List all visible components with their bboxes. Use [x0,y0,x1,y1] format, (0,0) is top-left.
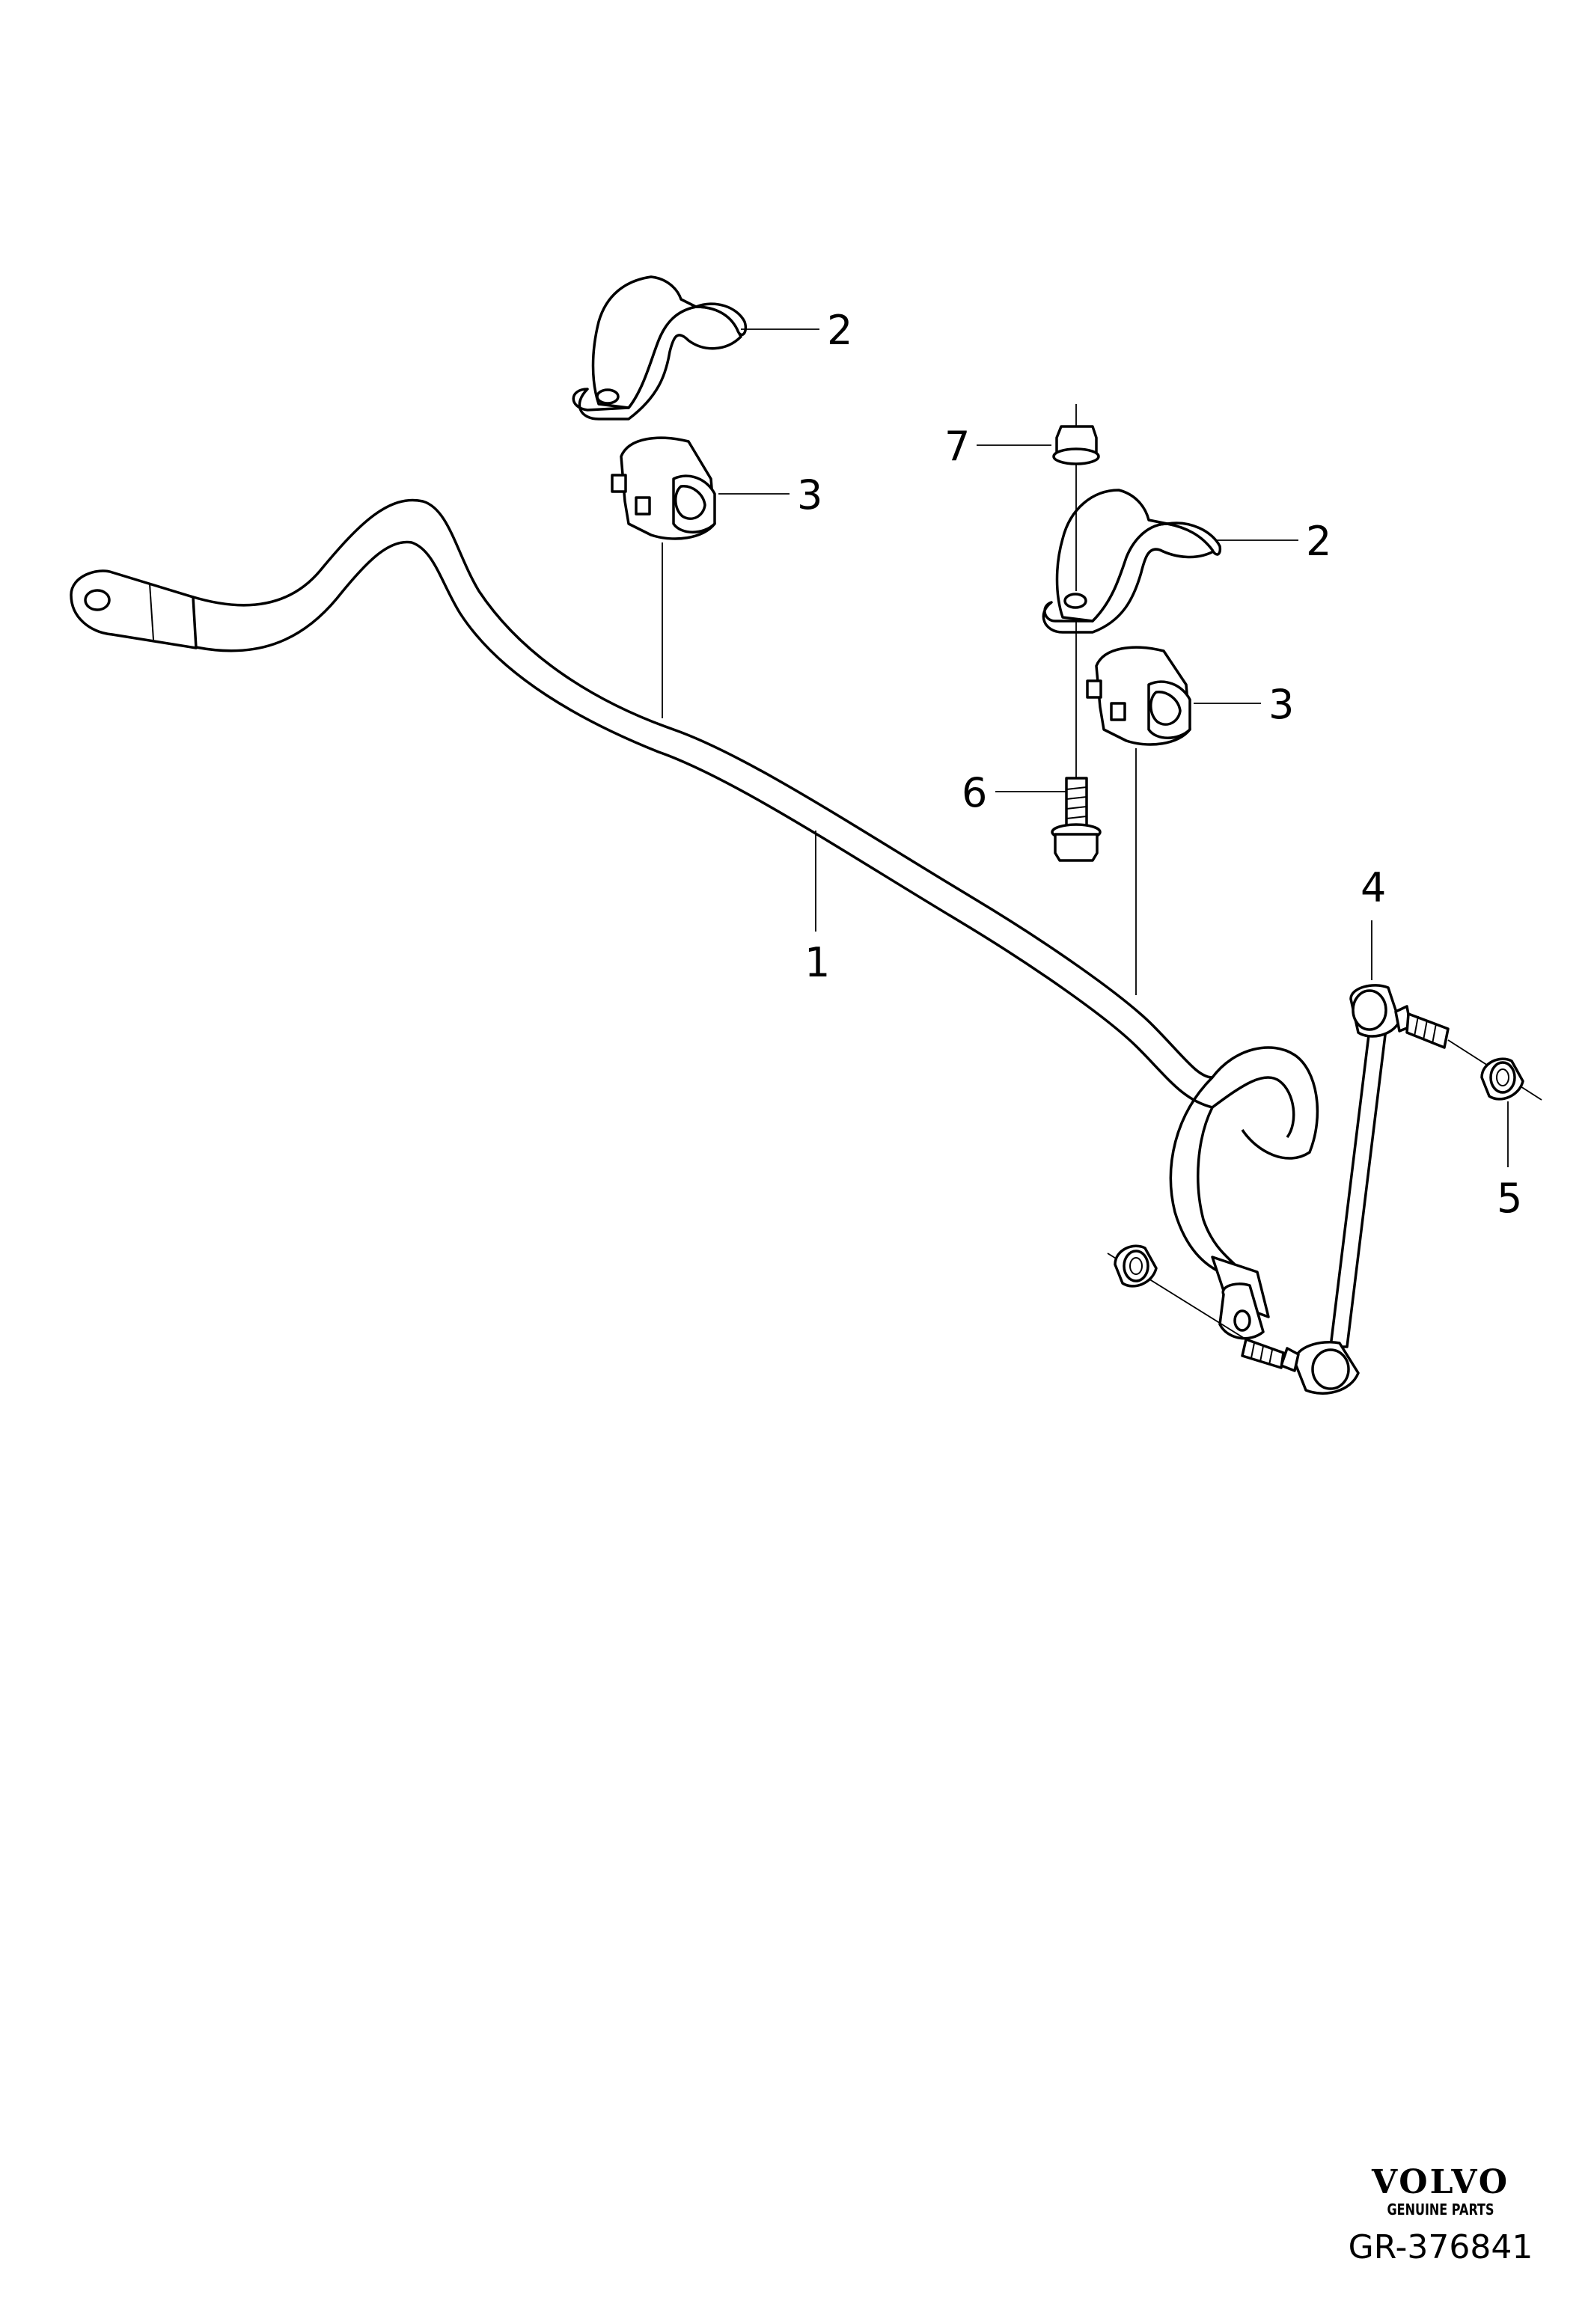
callout-2-left: 2 [827,307,852,354]
stabilizer-bar [70,498,1319,1340]
callout-1: 1 [804,939,830,986]
brand-logo-text: VOLVO [1371,2163,1510,2201]
callout-5: 5 [1497,1175,1522,1222]
callout-3-left: 3 [797,471,822,519]
callout-6: 6 [962,769,987,816]
callout-4: 4 [1361,864,1386,911]
flange-nut-right [1480,1057,1524,1101]
bushing-left [611,436,716,540]
stabilizer-link [1241,984,1450,1395]
reference-number: GR-376841 [1348,2228,1533,2266]
callout-2-right: 2 [1306,518,1331,565]
bracket-left [572,275,747,421]
flange-nut-top [1052,404,1100,465]
bracket-right [1042,489,1222,634]
flange-nut-lower [1107,1244,1247,1340]
callout-3-right: 3 [1268,681,1294,728]
volvo-logo: VOLVO GENUINE PARTS [1340,2166,1542,2220]
bushing-right [1086,646,1191,746]
bolt [1051,777,1102,862]
callout-7: 7 [944,423,970,470]
brand-subtitle: GENUINE PARTS [1387,2201,1494,2218]
